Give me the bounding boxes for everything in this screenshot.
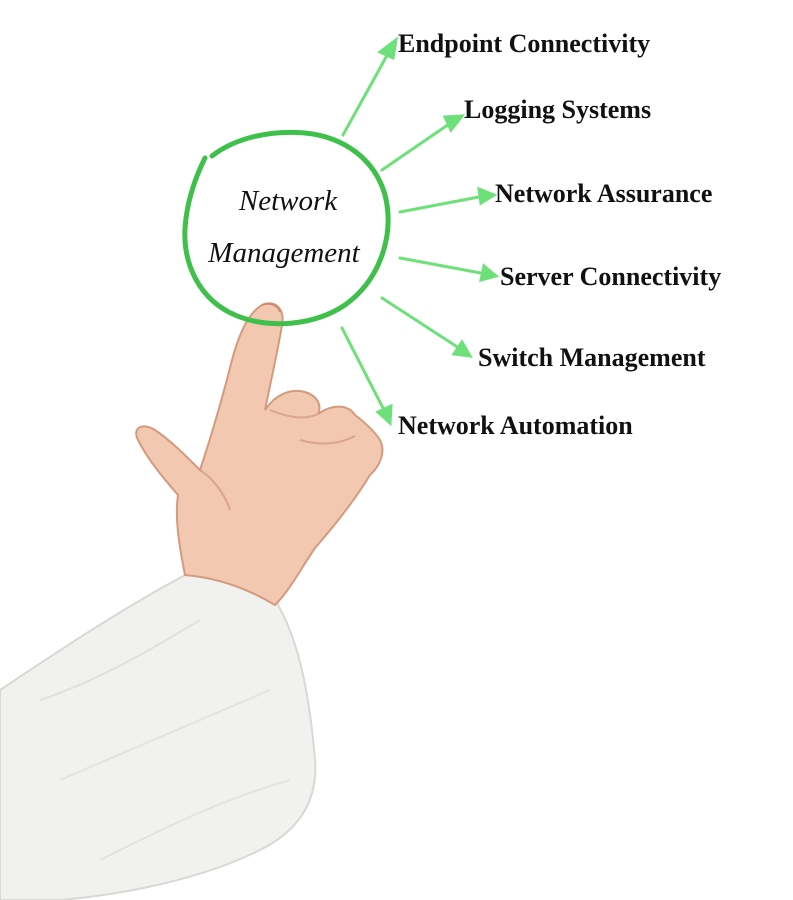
arrow-network-assurance: [398, 186, 498, 214]
branch-label-network-automation: Network Automation: [398, 411, 633, 440]
branch-label-endpoint-connectivity: Endpoint Connectivity: [398, 29, 650, 58]
branch-label-network-assurance: Network Assurance: [495, 179, 712, 208]
center-title-line1: Network: [238, 185, 338, 217]
pointing-hand: [135, 302, 384, 607]
arrow-switch-management: [380, 296, 473, 358]
center-circle: [182, 129, 391, 327]
branch-labels: Endpoint Connectivity Logging Systems Ne…: [398, 29, 721, 440]
branch-label-server-connectivity: Server Connectivity: [500, 262, 721, 291]
arrow-endpoint-connectivity: [341, 36, 399, 137]
sleeve: [0, 567, 317, 900]
arrows: [340, 36, 500, 427]
center-node: Network Management: [182, 129, 391, 327]
arrow-logging-systems: [380, 114, 466, 172]
arrow-server-connectivity: [398, 256, 500, 283]
branch-label-logging-systems: Logging Systems: [464, 95, 651, 124]
branch-label-switch-management: Switch Management: [478, 343, 706, 372]
center-title-line2: Management: [207, 237, 360, 269]
arrow-network-automation: [340, 326, 393, 427]
